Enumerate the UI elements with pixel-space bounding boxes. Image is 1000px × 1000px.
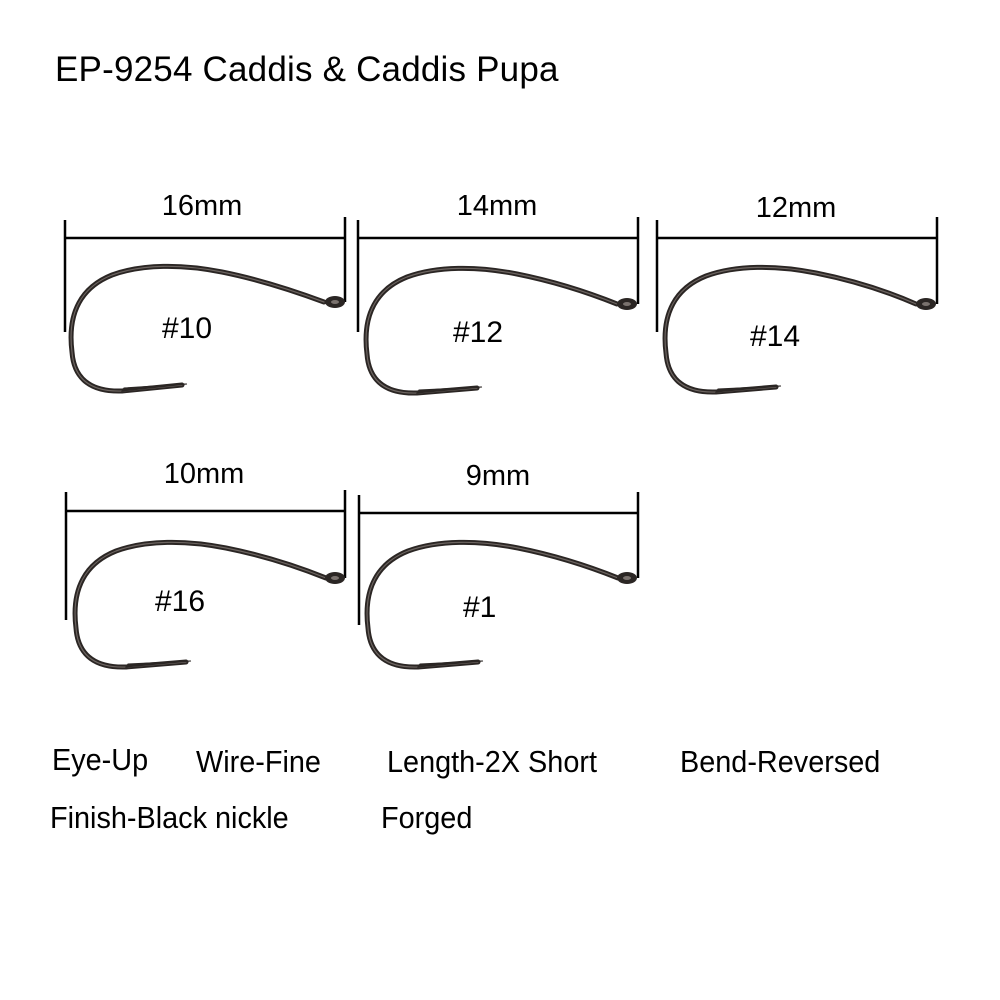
hook-panel-size-16: 10mm #16 — [64, 460, 364, 700]
hook-panel-size-12: 14mm #12 — [356, 190, 657, 432]
dimension-label: 10mm — [163, 458, 245, 490]
hook-shape — [363, 265, 620, 396]
hook-size-label: #12 — [453, 316, 504, 349]
hook-shape — [72, 539, 329, 670]
dimension-label: 9mm — [465, 460, 531, 492]
dimension-bracket — [64, 490, 347, 620]
spec-process: Forged — [381, 800, 473, 835]
fishing-hook-icon — [63, 217, 347, 394]
spec-finish: Finish-Black nickle — [50, 800, 289, 835]
dimension-bracket — [63, 217, 347, 332]
hook-panel-size-14: 12mm #14 — [655, 192, 956, 432]
dimension-label: 16mm — [161, 190, 243, 222]
fishing-hook-icon — [655, 217, 939, 395]
spec-bend: Bend-Reversed — [680, 744, 881, 779]
fishing-hook-icon — [64, 490, 347, 670]
spec-eye: Eye-Up — [52, 742, 149, 777]
hook-shape — [364, 539, 621, 670]
hook-size-label: #1 — [463, 591, 497, 624]
hook-size-label: #10 — [162, 312, 213, 345]
dimension-label: 12mm — [755, 192, 837, 224]
page-title: EP-9254 Caddis & Caddis Pupa — [55, 50, 559, 89]
hook-size-label: #16 — [155, 585, 206, 618]
spec-wire: Wire-Fine — [196, 744, 321, 779]
hook-panel-size-1: 9mm #1 — [357, 460, 658, 700]
dimension-bracket — [356, 217, 640, 332]
spec-length: Length-2X Short — [387, 744, 597, 779]
hook-shape — [68, 263, 327, 394]
hook-size-label: #14 — [750, 320, 801, 353]
dimension-label: 14mm — [456, 190, 538, 222]
dimension-bracket — [655, 217, 939, 332]
hook-panel-size-10: 16mm #10 — [62, 192, 362, 432]
fishing-hook-icon — [357, 492, 640, 670]
fishing-hook-icon — [356, 217, 640, 396]
dimension-bracket — [357, 492, 640, 625]
hook-shape — [662, 264, 919, 395]
